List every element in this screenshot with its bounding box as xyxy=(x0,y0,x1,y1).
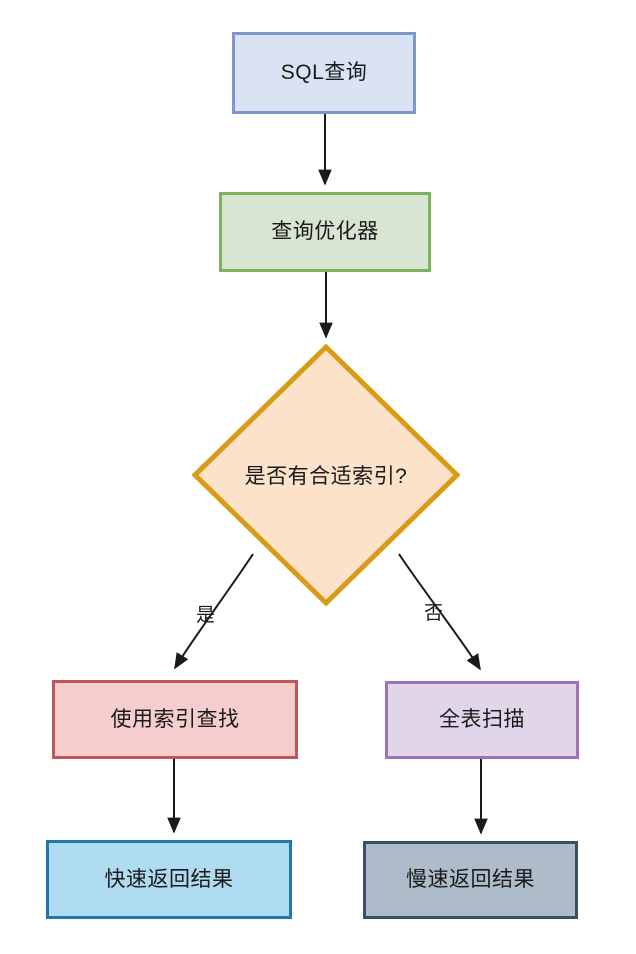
node-index-seek[interactable]: 使用索引查找 xyxy=(52,680,298,759)
node-index-decision[interactable]: 是否有合适索引? xyxy=(192,344,460,606)
node-slow-result[interactable]: 慢速返回结果 xyxy=(363,841,578,919)
node-query-optimizer-label: 查询优化器 xyxy=(271,220,379,244)
node-slow-result-label: 慢速返回结果 xyxy=(406,868,535,892)
node-sql-query-label: SQL查询 xyxy=(280,61,368,85)
node-index-seek-label: 使用索引查找 xyxy=(110,707,240,731)
node-fast-result-label: 快速返回结果 xyxy=(104,867,234,891)
edge-label-no: 否 xyxy=(424,603,444,624)
node-index-decision-label: 是否有合适索引? xyxy=(244,465,408,488)
edge-label-yes: 是 xyxy=(196,605,216,626)
node-full-table-scan-label: 全表扫描 xyxy=(439,708,525,732)
node-sql-query[interactable]: SQL查询 xyxy=(232,32,416,114)
diamond-shape xyxy=(192,344,460,606)
node-fast-result[interactable]: 快速返回结果 xyxy=(46,840,292,919)
node-full-table-scan[interactable]: 全表扫描 xyxy=(385,681,579,759)
node-query-optimizer[interactable]: 查询优化器 xyxy=(219,192,431,272)
